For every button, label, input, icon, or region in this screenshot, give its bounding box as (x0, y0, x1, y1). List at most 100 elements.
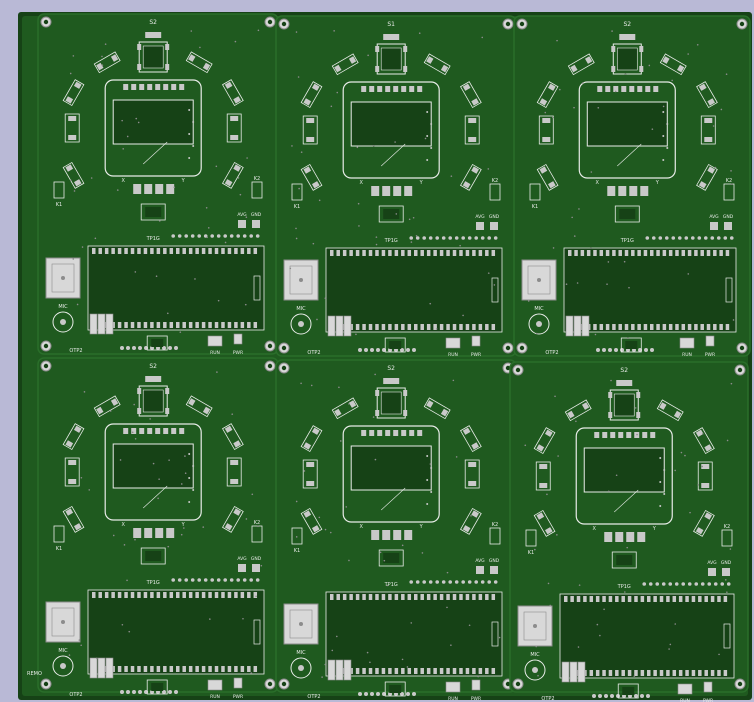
led-pad (698, 181, 707, 189)
tp-pin (677, 236, 682, 240)
connector-pad-top (234, 592, 238, 598)
display-outline (342, 425, 440, 523)
sensor-window (51, 607, 75, 637)
bottom-pin (120, 346, 124, 350)
via (468, 624, 471, 627)
via (88, 489, 91, 491)
via (730, 382, 733, 385)
bottom-pin (138, 690, 142, 694)
tp-pin (645, 236, 650, 240)
tp-pin (236, 234, 240, 238)
via (701, 433, 704, 435)
y-label: Y (419, 524, 424, 530)
display-mark (380, 487, 406, 511)
display-via (430, 491, 433, 493)
connector-pad-bottom (662, 324, 667, 330)
connector-pad-top (111, 248, 115, 254)
via (68, 654, 71, 656)
via (104, 43, 107, 45)
connector-pad-top (713, 250, 717, 256)
led-pad (110, 54, 119, 62)
gnd-pad (490, 566, 498, 574)
via (312, 242, 315, 245)
tp-pin (493, 580, 498, 584)
jumper-block (335, 659, 344, 681)
via (137, 121, 140, 124)
via (133, 403, 135, 406)
via (626, 546, 629, 549)
led-outline (185, 395, 213, 418)
connector-pad-top (330, 250, 334, 256)
tp-pin (422, 236, 426, 240)
via (549, 604, 552, 607)
led-outline (423, 53, 451, 76)
via (339, 440, 342, 442)
mount-hole-center (267, 363, 273, 369)
switch-body (380, 47, 402, 71)
k2-label: K2 (254, 520, 260, 526)
lower-ic-body (145, 551, 162, 561)
connector-pad-top (574, 250, 578, 256)
connector-pad-top (725, 250, 730, 256)
bottom-pin (370, 348, 374, 352)
led-footprint (536, 163, 559, 191)
jumper-block (89, 657, 98, 679)
connector-pad-bottom (214, 322, 219, 328)
pwr-switch (471, 679, 481, 691)
connector-pad-top (381, 594, 386, 600)
connector-pad-top (621, 596, 625, 602)
top-switch-label: S2 (623, 21, 631, 28)
via (565, 283, 568, 286)
via (406, 666, 409, 668)
header-pin (629, 186, 638, 196)
mount-hole-center (519, 21, 525, 27)
connector-pad-bottom (375, 668, 379, 674)
side-pad (230, 460, 239, 465)
connector-pad-top (362, 250, 366, 256)
bottom-pin (602, 348, 606, 352)
jumper-block (343, 659, 352, 681)
led-footprint (93, 51, 121, 74)
avg-pad (238, 220, 246, 228)
via (582, 82, 584, 84)
via (594, 333, 597, 336)
led-outline (93, 51, 121, 74)
top-switch-label: S2 (387, 365, 395, 372)
via (573, 106, 575, 109)
bottom-pin (640, 694, 644, 698)
tp-pin (448, 236, 452, 240)
led-footprint (656, 399, 684, 422)
connector-pad-bottom (618, 324, 622, 330)
pwr-label: PWR (233, 350, 243, 356)
connector-pad-top (723, 596, 728, 602)
header-pin (371, 530, 380, 540)
display-outline (104, 423, 202, 521)
via (205, 206, 208, 209)
bottom-pin (620, 348, 624, 352)
led-outline (221, 505, 244, 533)
bottom-pin (168, 346, 172, 350)
gnd-label: GND (251, 212, 262, 218)
led-outline (62, 505, 85, 533)
k1-label: K1 (528, 550, 534, 556)
side-component (226, 457, 242, 487)
bottom-pin (376, 692, 380, 696)
mic-label: MIC (296, 650, 306, 656)
via (374, 373, 376, 376)
via (410, 241, 413, 243)
connector-pad-top (599, 250, 604, 256)
connector-pad-bottom (439, 668, 444, 674)
connector-pad-top (662, 250, 667, 256)
led-outline (93, 395, 121, 418)
display-outline (578, 81, 676, 179)
connector-pad-top (240, 248, 245, 254)
connector-pad-bottom (375, 324, 379, 330)
led-outline (536, 163, 559, 191)
connector-pad-top (368, 250, 373, 256)
connector-pad-bottom (401, 324, 405, 330)
via (429, 302, 432, 305)
via (324, 297, 327, 300)
via (300, 382, 302, 385)
connector-pad-top (124, 248, 128, 254)
